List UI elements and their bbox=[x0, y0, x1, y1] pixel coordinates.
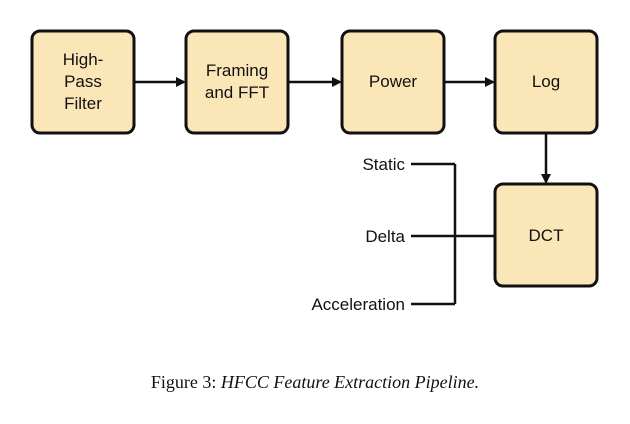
output-label-acceleration: Acceleration bbox=[311, 295, 405, 314]
figure-caption: Figure 3: HFCC Feature Extraction Pipeli… bbox=[0, 372, 630, 393]
dct-label: DCT bbox=[529, 226, 564, 245]
framing-and-fft-label-line-2: and FFT bbox=[205, 83, 269, 102]
output-bracket bbox=[411, 162, 495, 306]
high-pass-filter-label-line-1: High- bbox=[63, 50, 104, 69]
figure-caption-text: HFCC Feature Extraction Pipeline. bbox=[220, 372, 480, 392]
output-label-delta: Delta bbox=[365, 227, 405, 246]
power-label: Power bbox=[369, 72, 418, 91]
block-dct: DCT bbox=[493, 182, 599, 288]
block-high-pass-filter: High- Pass Filter bbox=[30, 29, 136, 135]
block-framing-and-fft: Framing and FFT bbox=[184, 29, 290, 135]
high-pass-filter-label-line-2: Pass bbox=[64, 72, 102, 91]
output-label-static: Static bbox=[362, 155, 405, 174]
framing-and-fft-label-line-1: Framing bbox=[206, 61, 268, 80]
block-power: Power bbox=[340, 29, 446, 135]
figure-caption-prefix: Figure 3: bbox=[150, 372, 221, 392]
log-label: Log bbox=[532, 72, 560, 91]
block-log: Log bbox=[493, 29, 599, 135]
high-pass-filter-label-line-3: Filter bbox=[64, 94, 102, 113]
